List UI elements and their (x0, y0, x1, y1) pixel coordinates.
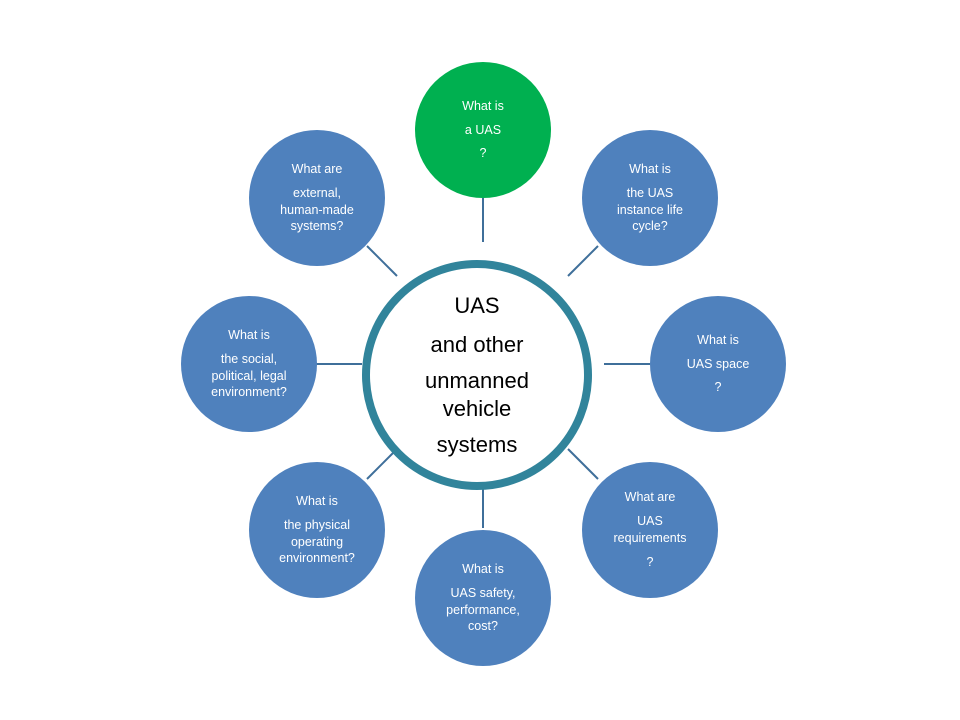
node-text-line: What is (296, 493, 338, 508)
hub-text-line: and other (430, 332, 524, 357)
node-text-line: performance, (446, 602, 520, 617)
central-hub-circle: UAS and other unmanned vehicle systems (362, 260, 592, 490)
hub-text-line: UAS (454, 293, 500, 318)
node-text-line: environment? (211, 385, 287, 400)
node-text-line: What is (228, 327, 270, 342)
node-what-is-a-uas: What is a UAS ? (415, 62, 551, 198)
node-social-political-legal-environment: What is the social, political, legal env… (181, 296, 317, 432)
node-text-line: UAS (637, 514, 663, 529)
node-text-line: ? (479, 146, 487, 161)
connector-bottom-left (366, 448, 398, 480)
node-external-human-made-systems: What are external, human-made systems? (249, 130, 385, 266)
hub-text-line: unmanned (425, 368, 529, 393)
node-text-line: What are (291, 161, 343, 176)
node-text-line: What is (462, 98, 504, 113)
node-text-line: What is (697, 332, 739, 347)
node-text-line: human-made (280, 202, 354, 217)
node-text-line: political, legal (211, 368, 287, 383)
connector-bottom-right (567, 448, 599, 480)
node-text-line: the physical (283, 517, 350, 532)
connector-top-right (567, 245, 599, 277)
node-text-line: systems? (290, 219, 344, 234)
node-text-line: ? (646, 554, 654, 569)
node-text-line: external, (293, 185, 341, 200)
node-text-line: ? (714, 380, 722, 395)
hub-text-line: vehicle (442, 395, 512, 421)
node-text-line: the social, (220, 351, 278, 366)
node-uas-instance-life-cycle: What is the UAS instance life cycle? (582, 130, 718, 266)
node-text-line: the UAS (626, 185, 674, 200)
node-text-line: environment? (279, 551, 355, 566)
node-physical-operating-environment: What is the physical operating environme… (249, 462, 385, 598)
node-text-line: requirements (613, 531, 687, 545)
node-text-line: cycle? (632, 219, 668, 234)
node-text-line: operating (290, 534, 344, 549)
connector-top-left (366, 245, 398, 277)
node-text-line: a UAS (464, 122, 502, 137)
node-text-line: What is (629, 161, 671, 176)
node-text-line: UAS space (686, 356, 750, 371)
node-text-line: UAS safety, (450, 585, 516, 600)
hub-text-line: systems (436, 432, 518, 457)
node-uas-safety-performance-cost: What is UAS safety, performance, cost? (415, 530, 551, 666)
node-uas-space: What is UAS space ? (650, 296, 786, 432)
node-text-line: What are (624, 490, 676, 505)
node-text-line: instance life (616, 202, 683, 217)
node-text-line: cost? (468, 619, 498, 634)
node-uas-requirements: What are UAS requirements ? (582, 462, 718, 598)
node-text-line: What is (462, 561, 504, 576)
